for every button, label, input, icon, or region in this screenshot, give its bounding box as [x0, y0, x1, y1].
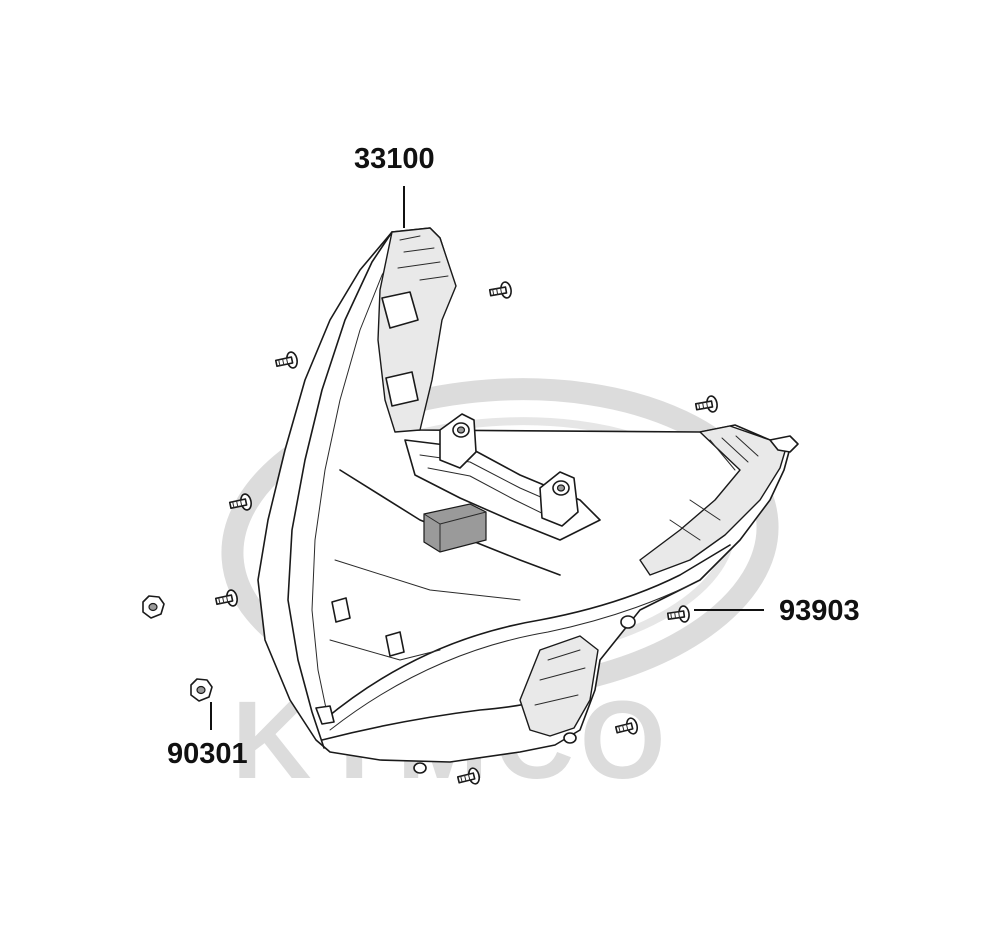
screw-left-lower	[214, 589, 238, 607]
mount-boss-right	[539, 471, 579, 527]
part-labels: 33100 93903 90301	[167, 143, 860, 770]
screw-left-upper	[274, 351, 298, 369]
headlight-housing	[257, 227, 799, 774]
housing-left-panel-inner	[311, 241, 403, 719]
left-arm-bracket-lower	[385, 371, 419, 407]
fasteners	[142, 281, 718, 785]
lens-lower-edge	[323, 544, 731, 721]
nut-left	[142, 595, 165, 619]
bottom-mount-hole-right	[563, 732, 577, 744]
housing-left-panel	[287, 231, 393, 749]
right-lower-mount-hole	[620, 615, 636, 629]
part-label-93903: 93903	[779, 595, 860, 627]
screw-93903	[666, 605, 690, 623]
part-label-33100: 33100	[354, 143, 435, 175]
housing-right-tip	[769, 435, 799, 453]
right-lower-bracket	[519, 635, 599, 737]
housing-right-arm-ribs	[669, 435, 759, 541]
clip-center-lower	[385, 631, 405, 657]
screw-right-upper	[694, 395, 718, 413]
screw-bottom-center	[456, 767, 481, 785]
leader-lines	[210, 186, 764, 730]
rear-frame-lower-2	[329, 559, 521, 661]
wiring-connector	[423, 503, 487, 553]
nut-90301	[190, 678, 213, 702]
screw-top-right	[488, 281, 512, 299]
part-label-90301: 90301	[167, 738, 248, 770]
left-arm-ribs	[397, 235, 449, 281]
screw-bottom-right	[614, 717, 639, 735]
clip-left-lower	[331, 597, 351, 623]
housing-corner-tip	[315, 705, 335, 725]
left-arm-bracket-upper	[381, 291, 419, 329]
lens-lower-edge-inner	[329, 584, 691, 731]
screw-left-middle	[228, 493, 252, 511]
bottom-mount-hole-left	[413, 762, 427, 774]
mount-boss-center	[439, 413, 477, 469]
right-lower-bracket-lines	[534, 649, 586, 706]
